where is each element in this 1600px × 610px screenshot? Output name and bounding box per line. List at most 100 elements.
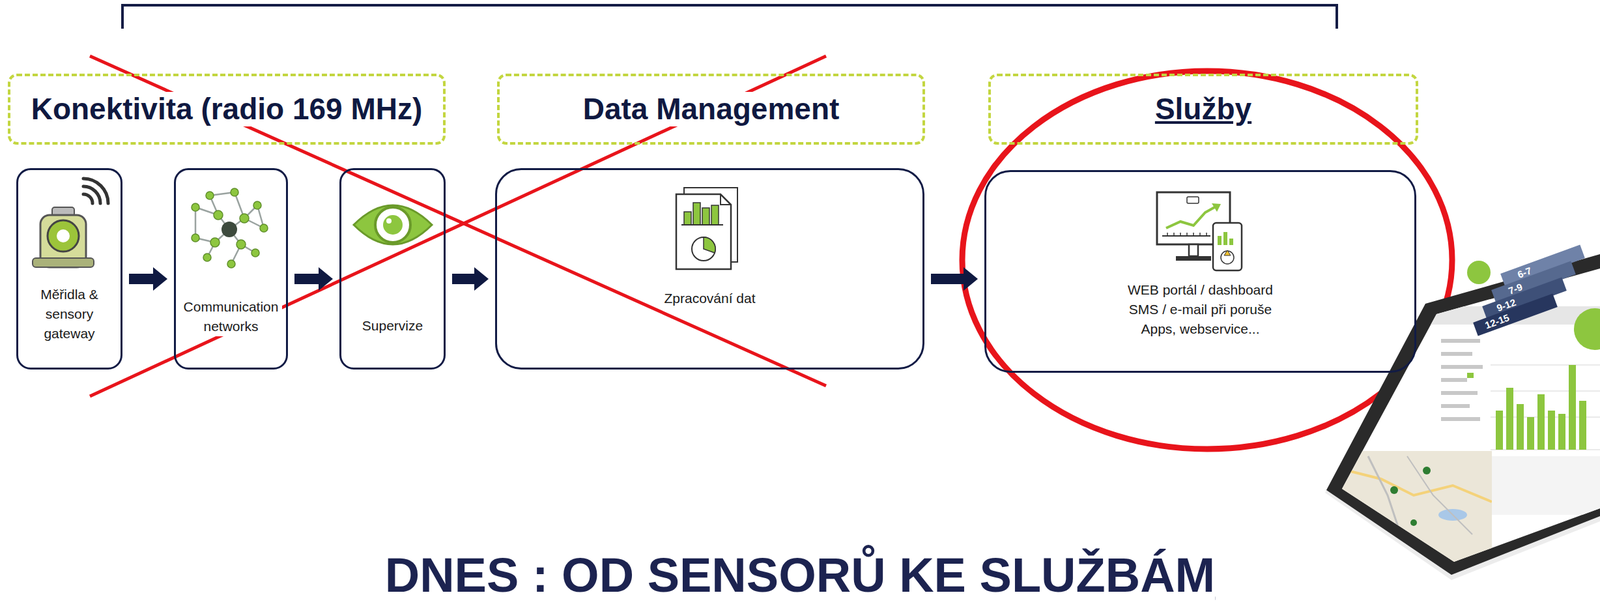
section-title: Služby — [1153, 91, 1254, 127]
flow-arrow — [294, 267, 333, 291]
report-icon — [676, 187, 738, 270]
tablet-illustration — [1326, 254, 1600, 575]
process-box: Communication networks — [173, 168, 288, 370]
process-box: Zpracování dat — [495, 168, 925, 370]
network-icon — [213, 210, 223, 220]
flow-arrow — [452, 267, 489, 291]
flow-arrow — [930, 267, 978, 291]
dashboard-icon — [1217, 235, 1222, 245]
tablet-illustration — [1491, 456, 1600, 515]
network-icon — [203, 253, 212, 262]
page-title: DNES : OD SENSORŮ KE SLUŽBÁM — [385, 547, 1216, 602]
network-icon — [191, 188, 268, 268]
tablet-illustration — [1495, 364, 1587, 450]
tablet-illustration — [1335, 450, 1492, 569]
dashboard-icon — [1186, 196, 1199, 204]
tablet-illustration — [1441, 338, 1483, 421]
report-icon — [676, 194, 731, 270]
box-text: Communication networks — [180, 297, 283, 337]
legend-bands — [1472, 244, 1586, 336]
tablet-illustration — [1568, 364, 1576, 450]
tablet-illustration — [1441, 364, 1483, 369]
network-icon — [195, 192, 264, 264]
tablet-illustration — [1547, 410, 1556, 450]
tablet-illustration — [1537, 394, 1545, 450]
dashboard-icon — [1217, 231, 1234, 245]
meter-icon — [83, 178, 109, 204]
title-row: DNES : OD SENSORŮ KE SLUŽBÁM — [0, 548, 1600, 602]
tablet-illustration — [1441, 416, 1481, 421]
dashboard-icon — [1220, 250, 1234, 264]
box-text: Měřidla & sensory gateway — [28, 284, 112, 344]
tablet-illustration — [1516, 403, 1524, 450]
network-icon — [239, 213, 249, 223]
tablet-illustration — [1410, 519, 1417, 526]
dashboard-icon — [1166, 205, 1217, 229]
tablet-illustration — [1579, 400, 1587, 450]
eye-icon — [375, 207, 411, 243]
network-icon — [221, 221, 238, 238]
eye-icon — [386, 218, 392, 224]
dashboard-icon — [1157, 192, 1230, 245]
network-icon — [236, 239, 246, 249]
section-header: Služby — [988, 73, 1419, 145]
network-icon — [251, 248, 260, 257]
tablet-illustration — [1506, 387, 1514, 450]
report-icon — [693, 202, 701, 225]
dashboard-icon — [1229, 238, 1234, 245]
eye-icon — [353, 205, 432, 245]
eye-icon — [383, 214, 403, 235]
dashboard-icon — [1157, 192, 1242, 271]
dashboard-icon — [1188, 244, 1199, 257]
section-title: Data Management — [581, 91, 842, 127]
process-box: Supervize — [339, 168, 446, 370]
tablet-illustration — [1490, 364, 1600, 366]
network-icon — [259, 224, 268, 232]
top-bracket — [122, 5, 1337, 29]
eye-icon — [353, 205, 432, 245]
tablet-illustration — [1467, 372, 1474, 378]
flow-arrow — [128, 267, 168, 291]
tablet-illustration — [1441, 351, 1473, 356]
tablet-illustration — [1527, 416, 1535, 450]
meter-icon — [47, 220, 79, 252]
legend-bands — [1472, 293, 1558, 336]
network-icon — [230, 188, 239, 197]
report-icon — [711, 205, 719, 225]
network-icon — [253, 201, 262, 210]
service-box: WEB portál / dashboard SMS / e-mail při … — [984, 170, 1417, 373]
tablet-illustration — [1490, 364, 1600, 450]
dashboard-icon — [1175, 256, 1212, 261]
report-icon — [703, 237, 716, 253]
report-icon — [684, 211, 692, 225]
dashboard-icon — [1211, 203, 1221, 212]
dashboard-icon — [1223, 231, 1228, 245]
legend-bands — [1472, 293, 1558, 336]
dashboard-icon — [1167, 232, 1207, 236]
network-icon — [191, 188, 268, 268]
box-text: WEB portál / dashboard SMS / e-mail při … — [1117, 280, 1285, 339]
network-icon — [210, 237, 220, 247]
tablet-illustration — [1441, 390, 1478, 395]
band-label: 9-12 — [1495, 296, 1518, 314]
section-title: Konektivita (radio 169 MHz) — [29, 91, 425, 127]
tablet-illustration — [1325, 254, 1600, 580]
tablet-illustration — [1441, 403, 1470, 408]
box-text: Supervize — [360, 315, 425, 336]
network-icon — [191, 233, 200, 242]
box-text: Zpracování dat — [661, 288, 758, 309]
dashboard-icon — [1224, 250, 1231, 256]
network-icon — [191, 203, 200, 212]
section-header: Data Management — [497, 73, 926, 145]
tablet-illustration — [1441, 338, 1481, 343]
process-box: Měřidla & sensory gateway — [16, 168, 123, 370]
tablet-illustration — [1390, 466, 1431, 526]
report-icon — [691, 237, 716, 261]
meter-icon — [32, 178, 109, 268]
band-label: 12-15 — [1483, 311, 1511, 331]
tablet-illustration — [1495, 410, 1503, 450]
tablet-illustration — [1441, 377, 1468, 382]
tablet-illustration — [1342, 469, 1492, 502]
